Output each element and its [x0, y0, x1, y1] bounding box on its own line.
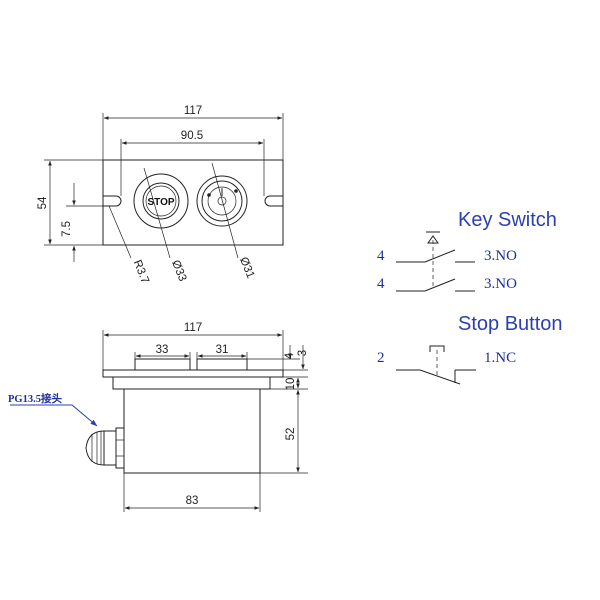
key-switch-schematic: Key Switch 4 3.NO 4 3.NO [377, 209, 557, 292]
key-switch-top [196, 175, 248, 227]
cap-height-dim: 3 [297, 350, 309, 356]
key-width-dim: 31 [216, 344, 229, 356]
stop-button-side [134, 358, 191, 371]
stop-label: STOP [147, 197, 174, 208]
hole-spacing-dim: 90.5 [181, 130, 203, 142]
plate-thickness-dim: 10 [285, 378, 297, 391]
faceplate [102, 159, 284, 246]
key-switch-title: Key Switch [458, 209, 557, 231]
key-contact2-right: 3.NO [484, 276, 517, 292]
stop-diameter-label: Ø33 [169, 259, 188, 284]
stop-contact-left: 2 [377, 350, 385, 366]
right-slot [264, 195, 283, 207]
stop-button-schematic: Stop Button 2 1.NC [377, 313, 563, 385]
cable-gland [85, 427, 125, 469]
key-switch-side [196, 358, 248, 371]
stop-button-title: Stop Button [458, 313, 563, 335]
key-diameter-label: Ø31 [237, 256, 256, 281]
top-height-dim: 54 [37, 196, 49, 209]
key-contact2-left: 4 [377, 276, 385, 292]
front-view: 117 33 31 4 3 10 52 83 PG13.5接头 [8, 322, 309, 512]
body-height-dim: 52 [285, 428, 297, 441]
top-width-dim: 117 [184, 105, 202, 117]
left-slot [103, 195, 122, 207]
stop-contact-right: 1.NC [484, 350, 516, 366]
key-contact1-right: 3.NO [484, 248, 517, 264]
body-width-dim: 83 [186, 495, 199, 507]
front-body [123, 388, 261, 474]
radius-label: R3.7 [131, 258, 151, 285]
front-plate [102, 369, 284, 378]
button-height-dim: 4 [284, 352, 296, 359]
stop-button-top: STOP [133, 173, 189, 229]
top-view: 117 90.5 54 7.5 STOP [37, 105, 284, 285]
gland-label: PG13.5接头 [8, 392, 62, 405]
front-width-dim: 117 [184, 322, 202, 334]
stop-width-dim: 33 [156, 344, 169, 356]
key-contact1-left: 4 [377, 248, 385, 264]
slot-offset-dim: 7.5 [61, 221, 73, 237]
